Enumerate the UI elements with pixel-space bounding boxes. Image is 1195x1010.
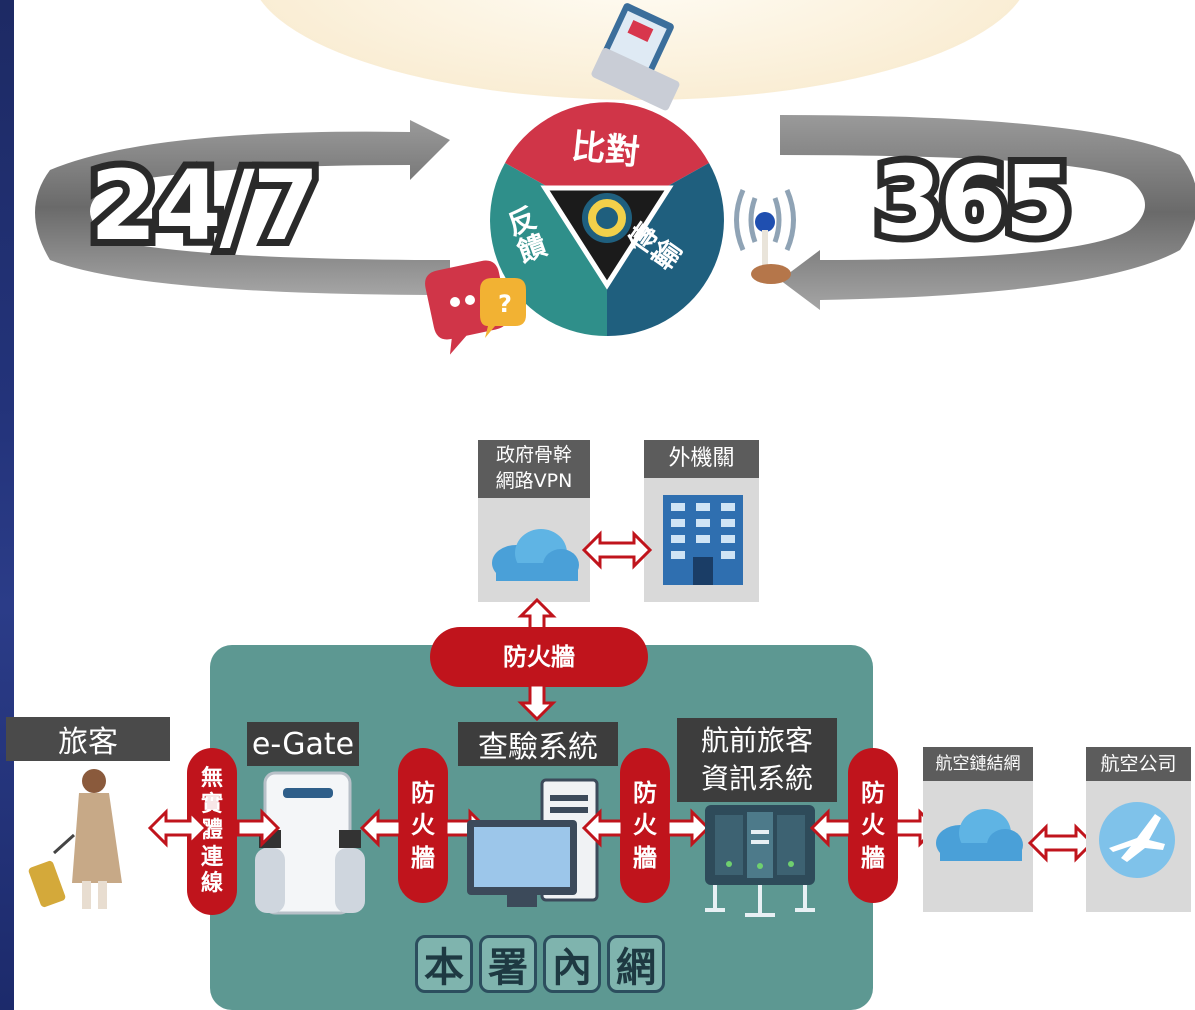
left-edge-strip xyxy=(0,0,14,1010)
arrow-fw2-apis xyxy=(666,808,711,848)
egate-label: e-Gate xyxy=(247,722,359,766)
arrow-wireless-egate xyxy=(236,808,281,848)
firewall-2: 防火牆 xyxy=(620,748,670,903)
svg-text:?: ? xyxy=(498,290,512,318)
cloud-icon xyxy=(492,529,579,581)
arrow-egate-fw1 xyxy=(359,808,402,848)
wheel-top-label: 比對 xyxy=(569,126,642,174)
laptop-icon xyxy=(591,3,680,111)
right-number-label: 365 xyxy=(868,138,1078,264)
intranet-char-3: 內 xyxy=(543,935,601,993)
apis-label: 航前旅客 資訊系統 xyxy=(677,718,837,802)
arrow-traveler-wireless xyxy=(147,808,209,848)
intranet-label: 本 署 內 網 xyxy=(415,935,665,993)
airline-cloud-icon xyxy=(936,809,1023,861)
double-arrow-airline xyxy=(1027,823,1095,863)
process-wheel xyxy=(489,102,725,338)
building-icon xyxy=(663,495,743,585)
firewall-1: 防火牆 xyxy=(398,748,448,903)
server-icon xyxy=(705,805,815,917)
gov-backbone-header: 政府骨幹 網路VPN xyxy=(478,440,590,498)
computer-icon xyxy=(467,778,599,907)
intranet-char-1: 本 xyxy=(415,935,473,993)
left-number-label: 24/7 xyxy=(83,143,326,269)
airline-network-header: 航空鏈結網 xyxy=(923,747,1033,781)
firewall-3: 防火牆 xyxy=(848,748,898,903)
vertical-arrow-inspection xyxy=(517,683,557,722)
traveler-label: 旅客 xyxy=(6,717,170,761)
egate-icon xyxy=(255,771,365,915)
chat-bubbles-icon: ? xyxy=(425,260,526,355)
arrow-inspection-fw2 xyxy=(581,808,624,848)
right-cycle-arrow xyxy=(780,115,1195,310)
top-firewall: 防火牆 xyxy=(430,627,648,687)
airplane-icon xyxy=(1099,802,1175,878)
antenna-icon xyxy=(734,189,796,284)
double-arrow-vpn-agency xyxy=(581,530,653,570)
airline-company-header: 航空公司 xyxy=(1086,747,1191,781)
intranet-char-2: 署 xyxy=(479,935,537,993)
arrow-apis-fw3 xyxy=(809,808,852,848)
inspection-system-label: 查驗系統 xyxy=(458,722,618,766)
external-agency-header: 外機關 xyxy=(644,440,759,478)
traveler-icon xyxy=(28,769,122,909)
left-cycle-arrow xyxy=(35,120,450,295)
intranet-char-4: 網 xyxy=(607,935,665,993)
